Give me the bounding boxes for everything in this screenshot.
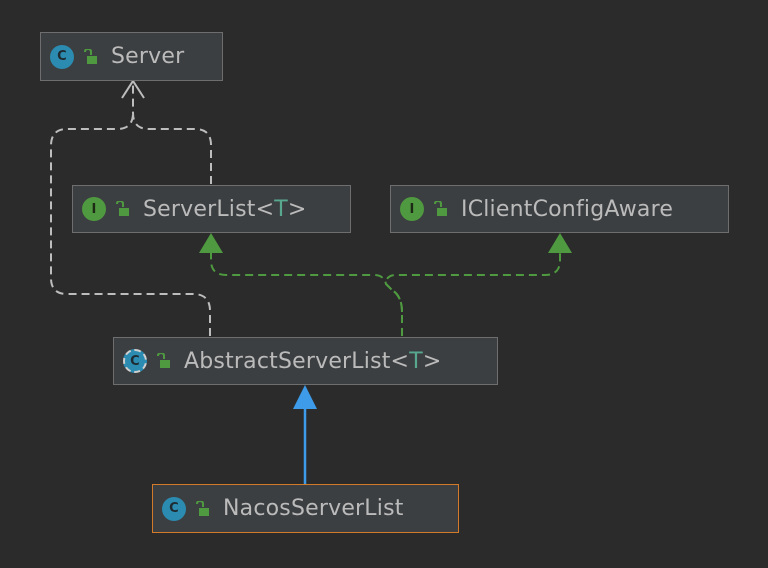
- public-lock-icon: [116, 201, 129, 216]
- edge-abstractserverlist-to-iclientconfigaware: [384, 252, 561, 313]
- implements-arrowhead-icon: [199, 233, 223, 253]
- public-lock-icon: [434, 201, 447, 216]
- node-serverlist[interactable]: I ServerList<T>: [72, 185, 351, 233]
- class-c-icon: C: [162, 496, 186, 521]
- node-label: NacosServerList: [223, 496, 404, 521]
- extends-arrowhead-icon: [293, 385, 317, 409]
- interface-i-icon: I: [400, 197, 424, 221]
- public-lock-icon: [157, 353, 170, 368]
- dependency-arrowhead-icon: [121, 79, 145, 99]
- public-lock-icon: [84, 48, 97, 64]
- node-label: IClientConfigAware: [461, 196, 674, 222]
- node-iclientconfigaware[interactable]: I IClientConfigAware: [390, 185, 729, 233]
- type-parameter: T: [274, 196, 288, 222]
- interface-i-icon: I: [82, 197, 106, 221]
- node-nacosserverlist[interactable]: C NacosServerList: [152, 484, 459, 533]
- edge-serverlist-to-server: [132, 82, 212, 184]
- node-label: ServerList<T>: [143, 196, 307, 222]
- node-label: Server: [111, 44, 185, 69]
- abstract-class-icon: C: [123, 349, 147, 373]
- node-abstractserverlist[interactable]: C AbstractServerList<T>: [113, 337, 498, 385]
- class-c-icon: C: [50, 44, 74, 69]
- implements-arrowhead-icon: [548, 233, 572, 253]
- edge-abstractserverlist-to-serverlist: [210, 252, 403, 336]
- node-label: AbstractServerList<T>: [184, 348, 442, 374]
- edge-abstractserverlist-to-server: [50, 112, 211, 336]
- public-lock-icon: [196, 500, 209, 516]
- node-server[interactable]: C Server: [40, 32, 223, 81]
- type-parameter: T: [409, 348, 423, 374]
